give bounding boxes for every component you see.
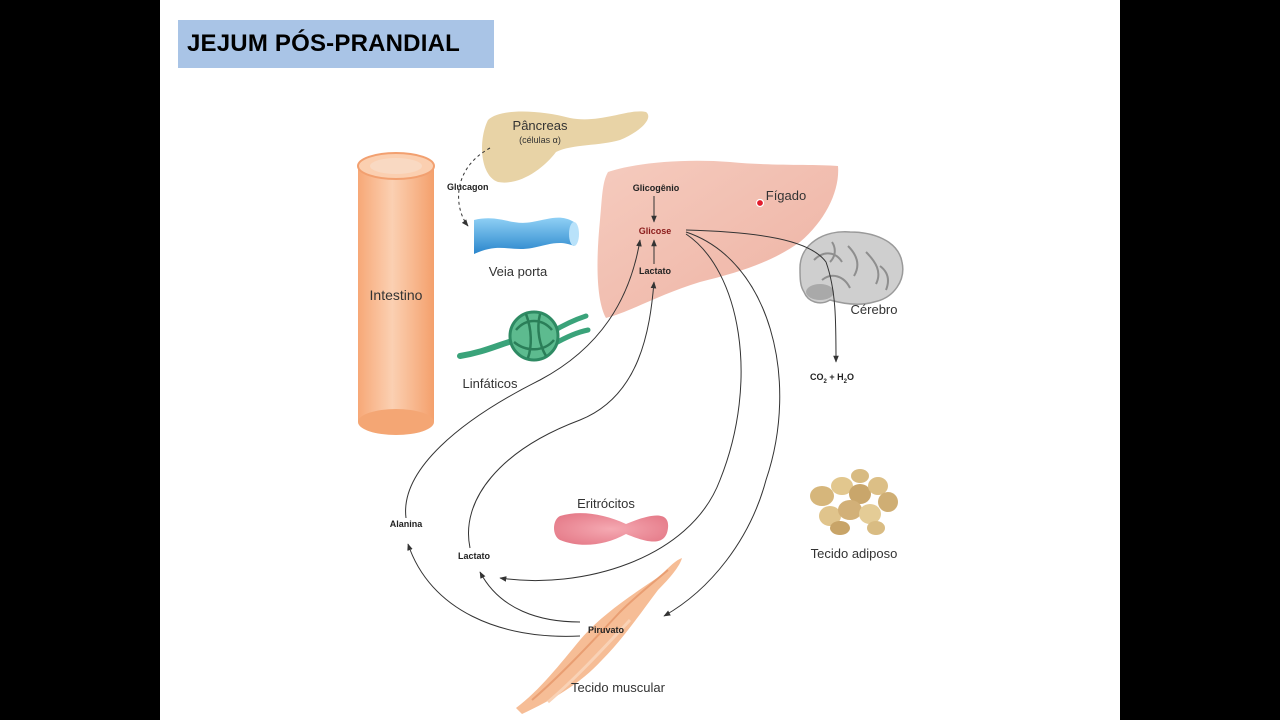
liver: Fígado Glicogênio Glicose Lactato (597, 160, 839, 318)
muscle-label: Tecido muscular (571, 680, 666, 695)
muscle-lactate-label: Lactato (458, 551, 491, 561)
erythrocytes: Eritrócitos (554, 496, 669, 545)
pyruvate-to-alanine-arrow (407, 543, 581, 637)
glycogen-label: Glicogênio (633, 183, 680, 193)
pancreas-cells-label: (células α) (519, 135, 561, 145)
muscle-tissue: Tecido muscular Piruvato (516, 558, 682, 714)
lymphatics: Linfáticos (457, 310, 591, 391)
red-dot-marker (755, 198, 765, 208)
glucose-to-lactate-arrow (499, 233, 742, 582)
intestine: Intestino (357, 152, 435, 435)
brain-label: Cérebro (851, 302, 898, 317)
metabolism-diagram: Intestino Pâncreas (células α) Glucagon … (357, 111, 904, 714)
title-box: JEJUM PÓS-PRANDIAL (178, 20, 494, 68)
portal-vein: Veia porta (474, 217, 579, 279)
liver-label: Fígado (766, 188, 806, 203)
pancreas: Pâncreas (células α) (482, 111, 649, 183)
adipose-label: Tecido adiposo (811, 546, 898, 561)
portal-vein-label: Veia porta (489, 264, 548, 279)
adipose-tissue: Tecido adiposo (810, 469, 898, 561)
glucose-to-muscle-arrow (663, 231, 781, 617)
co2-h2o-label: CO2 + H2O (810, 372, 854, 385)
brain: Cérebro (799, 231, 904, 317)
slide: JEJUM PÓS-PRANDIAL (160, 0, 1120, 720)
lymphatics-label: Linfáticos (463, 376, 518, 391)
erythrocytes-label: Eritrócitos (577, 496, 635, 511)
pancreas-label: Pâncreas (513, 118, 568, 133)
glucose-to-brain-arrow (685, 229, 839, 363)
lactate-to-liver-arrow (468, 281, 657, 549)
slide-title: JEJUM PÓS-PRANDIAL (187, 30, 460, 57)
pyruvate-to-lactate-arrow (479, 571, 581, 623)
glucagon-label: Glucagon (447, 182, 489, 192)
liver-lactate-label: Lactato (639, 266, 672, 276)
alanine-to-glucose-arrow (405, 239, 642, 519)
pyruvate-label: Piruvato (588, 625, 625, 635)
glucagon-arrow (458, 147, 491, 227)
glucose-label: Glicose (639, 226, 672, 236)
alanine-label: Alanina (390, 519, 424, 529)
intestine-label: Intestino (370, 287, 423, 303)
